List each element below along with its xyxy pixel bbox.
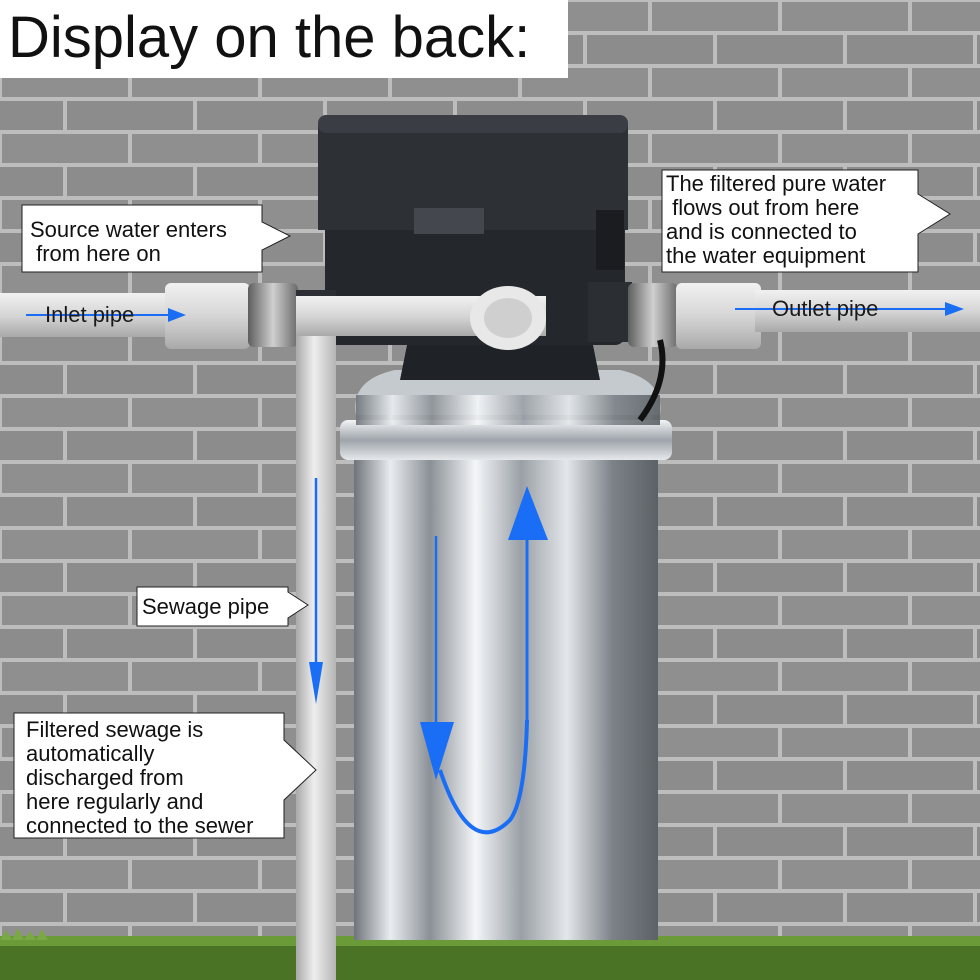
- title-banner: Display on the back:: [0, 0, 568, 78]
- page-title: Display on the back:: [8, 5, 531, 70]
- filter-tank-icon: [340, 370, 672, 940]
- flow-arrow-icon: [26, 302, 964, 835]
- power-cable: [637, 339, 666, 422]
- filtered-sewage-label: Filtered sewage is automatically dischar…: [26, 717, 254, 838]
- source-water-label: Source water enters from here on: [30, 217, 227, 266]
- callout-source-water-box: [21, 204, 292, 273]
- outlet-pipe: [588, 282, 980, 349]
- grass: [0, 928, 980, 980]
- filtered-water-label: The filtered pure water flows out from h…: [666, 171, 887, 268]
- callout-sewage-pipe-box: [136, 586, 309, 627]
- inlet-pipe-label: Inlet pipe: [45, 302, 135, 327]
- callout-filtered-sewage-box: [13, 712, 317, 839]
- callout-filtered-water-box: [661, 169, 951, 273]
- sewage-pipe-label: Sewage pipe: [142, 594, 270, 619]
- valve-head-icon: [318, 115, 628, 380]
- outlet-pipe-label: Outlet pipe: [772, 296, 879, 321]
